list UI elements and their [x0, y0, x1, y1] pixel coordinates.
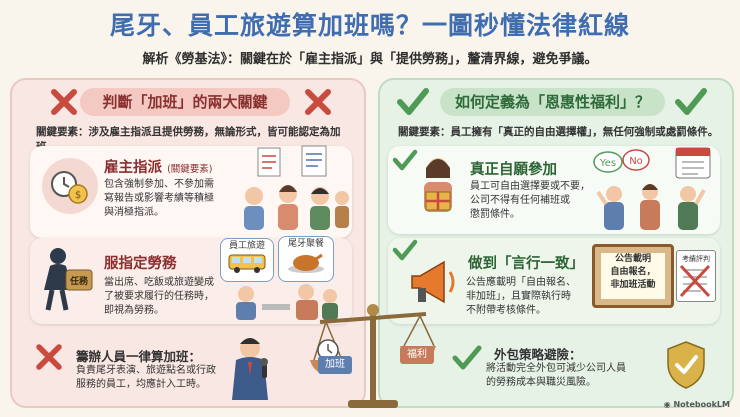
- x-mark-icon: [48, 86, 80, 122]
- check-mark-icon: [674, 86, 708, 122]
- coin-clock-icon: $: [42, 158, 98, 214]
- gift-holder-icon: [412, 152, 464, 226]
- roast-chicken-icon: [288, 253, 324, 273]
- task-carrier-icon: 任務: [38, 244, 96, 318]
- page-subtitle: 解析《勞基法》：關鍵在於「雇主指派」與「提供勞務」，釐清界線，避免爭議。: [142, 52, 598, 67]
- bus-icon: [228, 254, 266, 273]
- year-end-party-bubble: 尾牙聚餐: [278, 236, 334, 282]
- notice-line: 非加班活動: [610, 280, 656, 290]
- notebooklm-watermark: ◉ NotebookLM: [663, 400, 730, 409]
- organizer-overtime-body: 負責尾牙表演、旅遊點名或行政服務的員工，均應計入工時。: [76, 365, 216, 390]
- consistency-body: 公告應載明「自由報名、非加班」，且實際執行時不附帶考核條件。: [466, 277, 576, 316]
- check-mark-icon: [392, 238, 418, 266]
- designated-labor-title: 服指定勞務: [104, 256, 177, 272]
- voluntary-title: 真正自願參加: [470, 162, 557, 178]
- megaphone-icon: [408, 258, 460, 310]
- svg-text:Yes: Yes: [599, 158, 616, 169]
- x-mark-icon: [302, 86, 334, 122]
- organizer-overtime-title: 籌辦人員一律算加班：: [76, 349, 202, 364]
- notice-board: 公告載明 自由報名， 非加班活動: [592, 244, 674, 308]
- svg-text:$: $: [75, 190, 81, 201]
- check-mark-icon: [396, 86, 430, 122]
- check-mark-icon: [392, 148, 418, 176]
- notice-line: 公告載明: [614, 254, 651, 264]
- svg-text:任務: 任務: [69, 275, 89, 287]
- notebooklm-logo-icon: ◉: [663, 400, 671, 409]
- welfare-scale-label: 福利: [400, 346, 434, 364]
- shield-check-icon: [664, 340, 708, 394]
- page-title: 尾牙、員工旅遊算加班嗎？一圖秒懂法律紅線: [109, 11, 630, 40]
- voluntary-body: 員工可自由選擇要或不要，公司不得有任何補班或懲罰條件。: [470, 181, 590, 220]
- overtime-scale-label: 加班: [318, 356, 352, 374]
- host-with-microphone-icon: [222, 334, 278, 408]
- outsourcing-body: 將活動完全外包可減少公司人員的勞務成本與職災風險。: [486, 363, 626, 388]
- dining-people-illustration: [232, 282, 342, 326]
- choice-people-illustration: Yes No: [592, 146, 716, 238]
- x-mark-icon: [34, 342, 64, 376]
- outsourcing-title: 外包策略避險：: [494, 347, 582, 362]
- overtime-heading: 判斷「加班」的兩大關鍵: [80, 88, 290, 116]
- welfare-heading: 如何定義為「恩惠性福利」？: [440, 88, 665, 116]
- employer-assignment-title: 雇主指派 (關鍵要素): [104, 160, 213, 176]
- clipboard-icon: 考績評判: [676, 250, 716, 302]
- meeting-people-illustration: [240, 142, 350, 238]
- notice-line: 自由報名，: [610, 267, 656, 277]
- consistency-title: 做到「言行一致」: [468, 256, 584, 272]
- designated-labor-body: 當出席、吃飯或旅遊變成了被要求履行的任務時，即視為勞務。: [104, 277, 214, 316]
- employer-assignment-body: 包含強制參加、不參加需寫報告或影響考績等積極與消極指派。: [104, 179, 214, 218]
- svg-text:No: No: [629, 156, 643, 167]
- welfare-key-point: 關鍵要素：員工擁有「真正的自由選擇權」，無任何強制或處罰條件。: [398, 126, 719, 138]
- employee-trip-bubble: 員工旅遊: [220, 238, 274, 282]
- clipboard-label: 考績評判: [682, 255, 710, 263]
- check-mark-icon: [452, 344, 482, 376]
